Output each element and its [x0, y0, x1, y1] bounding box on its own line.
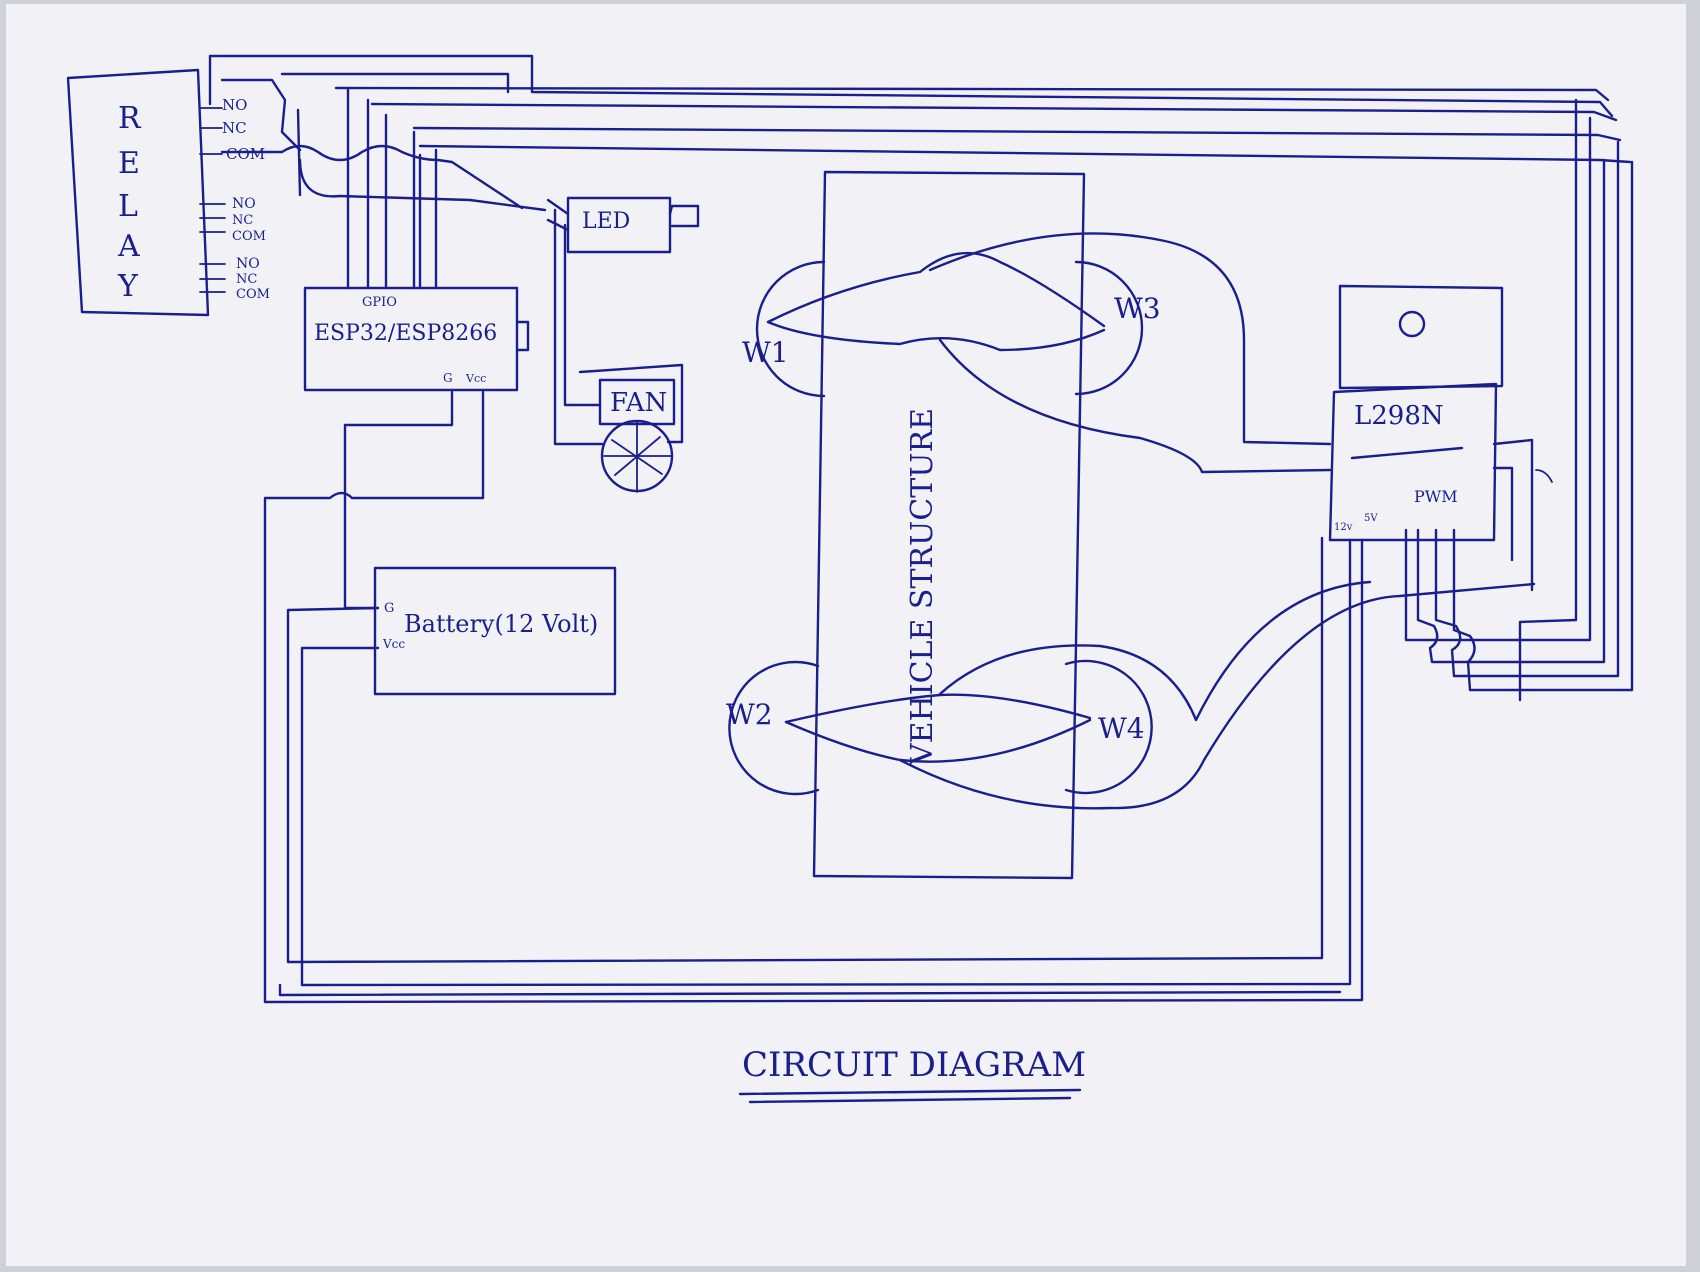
relay-pin-no-3: NO [236, 256, 260, 272]
driver-heatsink [1338, 284, 1504, 390]
relay-letter-y: Y [117, 269, 139, 304]
wheel-w4-label: W4 [1098, 712, 1145, 745]
wire-w4-driver [938, 580, 1372, 722]
fan-module: FAN [553, 208, 684, 493]
wire-battery-gnd-loop [286, 536, 1324, 964]
footer: CIRCUIT DIAGRAM [738, 1045, 1086, 1104]
vehicle-label: VEHICLE STRUCTURE [905, 408, 940, 766]
wire-w1-w3-a [766, 251, 1106, 328]
wire-gpio-bus-2 [370, 102, 1618, 122]
battery-box [373, 566, 617, 696]
driver-12v-pin: 12v [1334, 522, 1353, 533]
mcu-vcc-label: Vcc [465, 372, 486, 385]
power-wiring [263, 390, 1364, 1004]
fan-blades [603, 420, 673, 493]
relay-pin-nc-1: NC [222, 119, 247, 137]
relay-pin-com-3: COM [236, 287, 270, 302]
mcu-gnd-label: G [443, 371, 453, 385]
driver-5v-pin: 5V [1364, 513, 1378, 524]
mcu-usb-port [515, 320, 530, 352]
relay-box [66, 68, 210, 317]
mcu-label: ESP32/ESP8266 [314, 321, 497, 346]
wire-mcu-vcc-loop [263, 390, 1364, 1004]
mcu-gpio-label: GPIO [362, 295, 397, 310]
led-label: LED [582, 209, 630, 234]
diagram-title-underline-2 [748, 1096, 1072, 1104]
battery-module: G Vcc Battery(12 Volt) [373, 566, 617, 696]
wire-fan-2 [563, 223, 602, 407]
mcu-gpio-wires [346, 88, 438, 290]
driver-output-terminals [1492, 438, 1534, 592]
fan-outer-box [578, 363, 684, 444]
mcu-box [303, 286, 519, 392]
driver-pwm-label: PWM [1414, 487, 1458, 506]
wire-relay-to-driver [1518, 98, 1578, 702]
relay-pin-stubs [199, 107, 226, 293]
wire-pwm-2 [1434, 140, 1620, 678]
wire-relay-bus-1 [280, 72, 510, 94]
driver-label-underline [1350, 446, 1464, 460]
relay-module: R E L A Y NO NC COM NO NC COM NO NC COM [66, 68, 270, 317]
led-module: LED [546, 196, 700, 254]
led-box [566, 196, 672, 254]
wheel-w1-label: W1 [742, 336, 789, 369]
battery-gnd-label: G [384, 601, 394, 616]
diagram-title: CIRCUIT DIAGRAM [742, 1045, 1086, 1085]
relay-pin-no-2: NO [232, 196, 256, 212]
relay-letter-e: E [118, 146, 140, 181]
relay-pin-nc-2: NC [232, 213, 253, 228]
relay-pin-nc-3: NC [236, 272, 257, 287]
wire-gpio-bus-4 [418, 144, 1632, 164]
wire-relay-no-top [208, 54, 1614, 118]
mcu-module: GPIO ESP32/ESP8266 G Vcc [303, 88, 530, 392]
wheel-w2-arc [728, 660, 820, 796]
relay-pin-no-1: NO [222, 96, 247, 114]
relay-pin-com-2: COM [232, 229, 266, 244]
wire-relay-no-jog [220, 78, 302, 152]
driver-label: L298N [1354, 401, 1444, 431]
fan-label: FAN [610, 388, 667, 418]
wheel-w3-arc [1074, 260, 1144, 396]
led-lens [668, 204, 700, 228]
wire-gpio-bus-3 [412, 126, 1622, 142]
wheel-w1-arc [755, 260, 826, 398]
wire-relay-led [298, 158, 547, 212]
wheel-w3-label: W3 [1114, 292, 1161, 325]
wire-w1-w3-b [766, 320, 1106, 352]
vehicle-chassis [812, 170, 1086, 880]
relay-wiring [208, 54, 1632, 212]
relay-letter-l: L [118, 189, 138, 224]
motor-driver-module: L298N 12v 5V PWM [1328, 98, 1634, 702]
battery-label: Battery(12 Volt) [404, 610, 598, 638]
relay-letter-a: A [117, 229, 140, 264]
wire-pwm-3 [1452, 160, 1634, 692]
wheel-w4-arc [1064, 659, 1153, 795]
wire-w2-w4-b [784, 718, 1092, 763]
relay-letter-r: R [118, 101, 142, 136]
wire-pwm-4 [1404, 116, 1592, 642]
wire-w2-driver [898, 582, 1536, 810]
wire-w1-driver [938, 338, 1332, 474]
wire-w3-driver [928, 232, 1332, 446]
wire-relay-drop [296, 108, 302, 197]
driver-mount-hole [1398, 310, 1426, 338]
battery-vcc-label: Vcc [382, 637, 405, 651]
wire-fan-1 [553, 208, 604, 446]
diagram-title-underline-1 [738, 1088, 1082, 1096]
vehicle-structure: VEHICLE STRUCTURE W1 W2 W3 W4 [726, 170, 1536, 880]
relay-pin-com-1: COM [226, 145, 265, 163]
wire-relay-com [220, 144, 524, 210]
driver-note-tick [1535, 469, 1553, 483]
wire-battery-vcc-loop [300, 538, 1352, 987]
wheel-w2-label: W2 [726, 698, 773, 731]
driver-board [1328, 382, 1498, 542]
wire-gpio-bus-1 [334, 86, 1610, 102]
wire-power-return [278, 983, 1342, 997]
